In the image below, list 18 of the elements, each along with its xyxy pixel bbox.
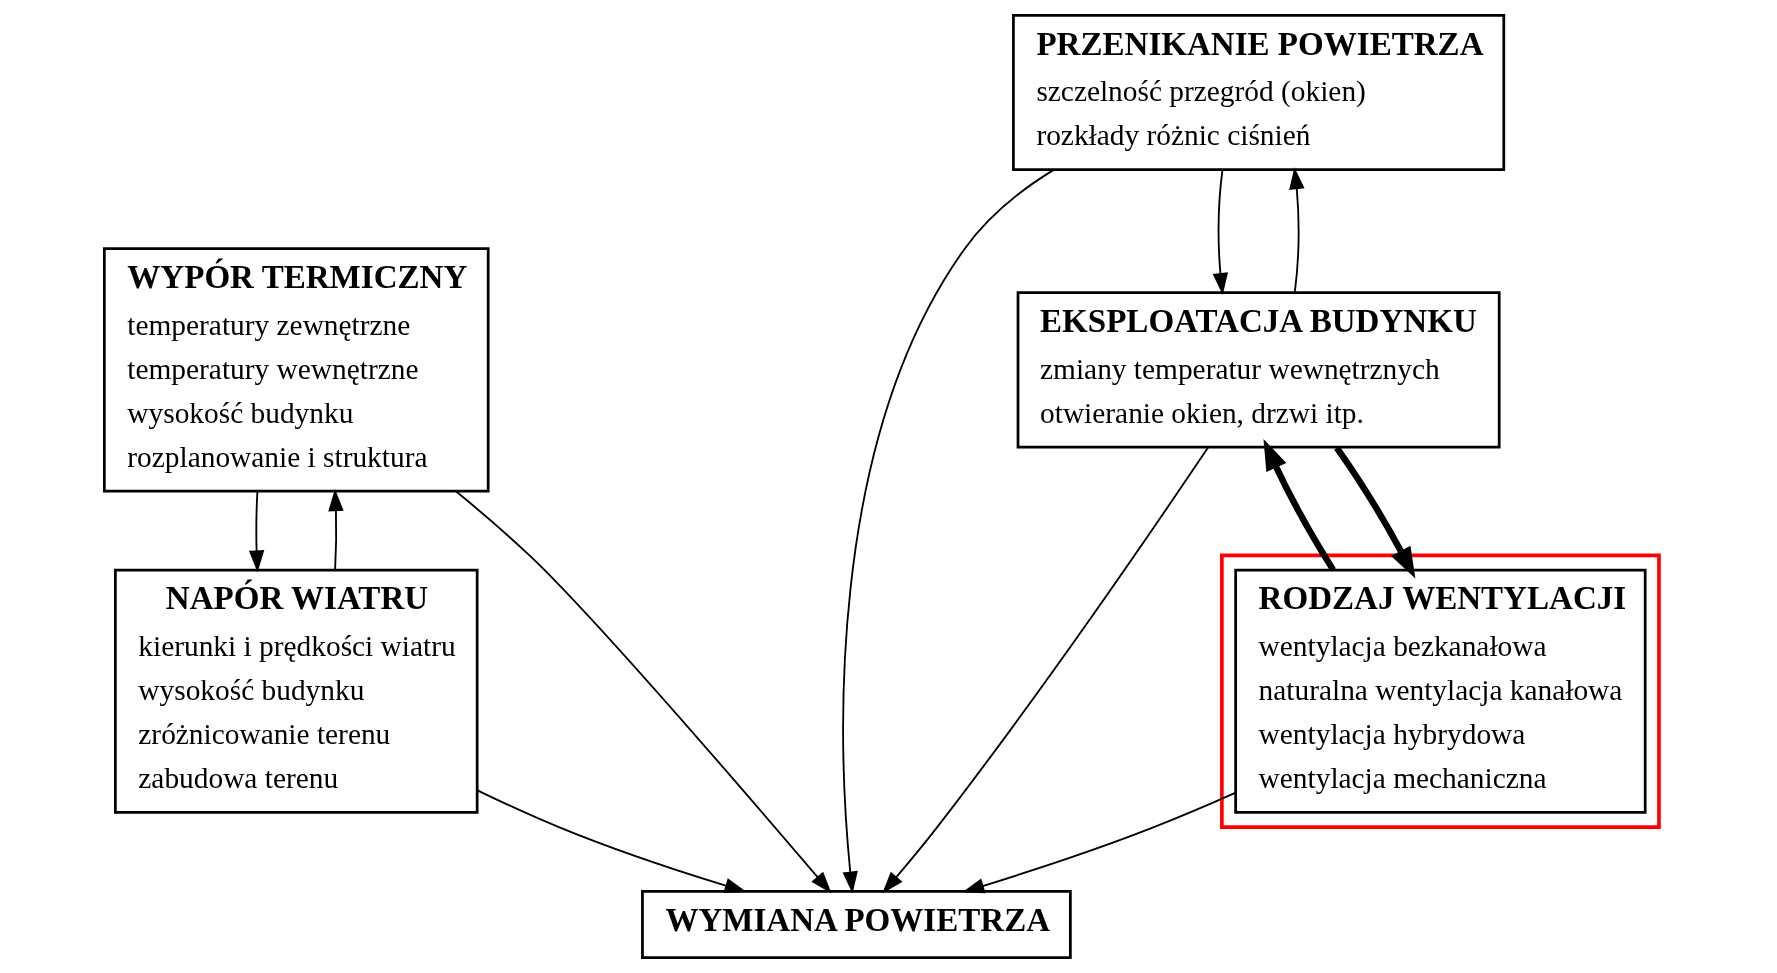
node-box: WYPÓR TERMICZNY temperatury zewnętrzne temperatury wewnętrzne wysokość budynku rozplanowanie i struktura (102, 247, 490, 493)
arrow (248, 490, 264, 573)
cluster (1219, 553, 1661, 829)
arrow (454, 490, 832, 894)
arrow (327, 489, 344, 571)
arrow (961, 792, 1236, 894)
node-box: EKSPLOATACJA BUDYNKU zmiany temperatur wewnętrznych otwieranie okien, drzwi itp. (1016, 291, 1501, 449)
arrow (1262, 438, 1336, 572)
node-box: NAPÓR WIATRU kierunki i prędkości wiatru wysokość budynku zróżnicowanie terenu zabudowa terenu (113, 568, 479, 814)
arrow (1288, 167, 1304, 294)
arrow (881, 446, 1209, 894)
node-box: RODZAJ WENTYLACJI wentylacja bezkanałowa naturalna wentylacja kanałowa wentylacja hybrydowa wentylacja mechaniczna (1233, 568, 1647, 814)
node-box: PRZENIKANIE POWIETRZA szczelność przegród (okien) rozkłady różnic ciśnień (1011, 14, 1505, 172)
arrow (476, 789, 747, 894)
arrow (842, 168, 1055, 894)
arrow (1212, 169, 1228, 296)
arrow (1333, 445, 1415, 579)
node-box: WYMIANA POWIETRZA (640, 890, 1072, 959)
